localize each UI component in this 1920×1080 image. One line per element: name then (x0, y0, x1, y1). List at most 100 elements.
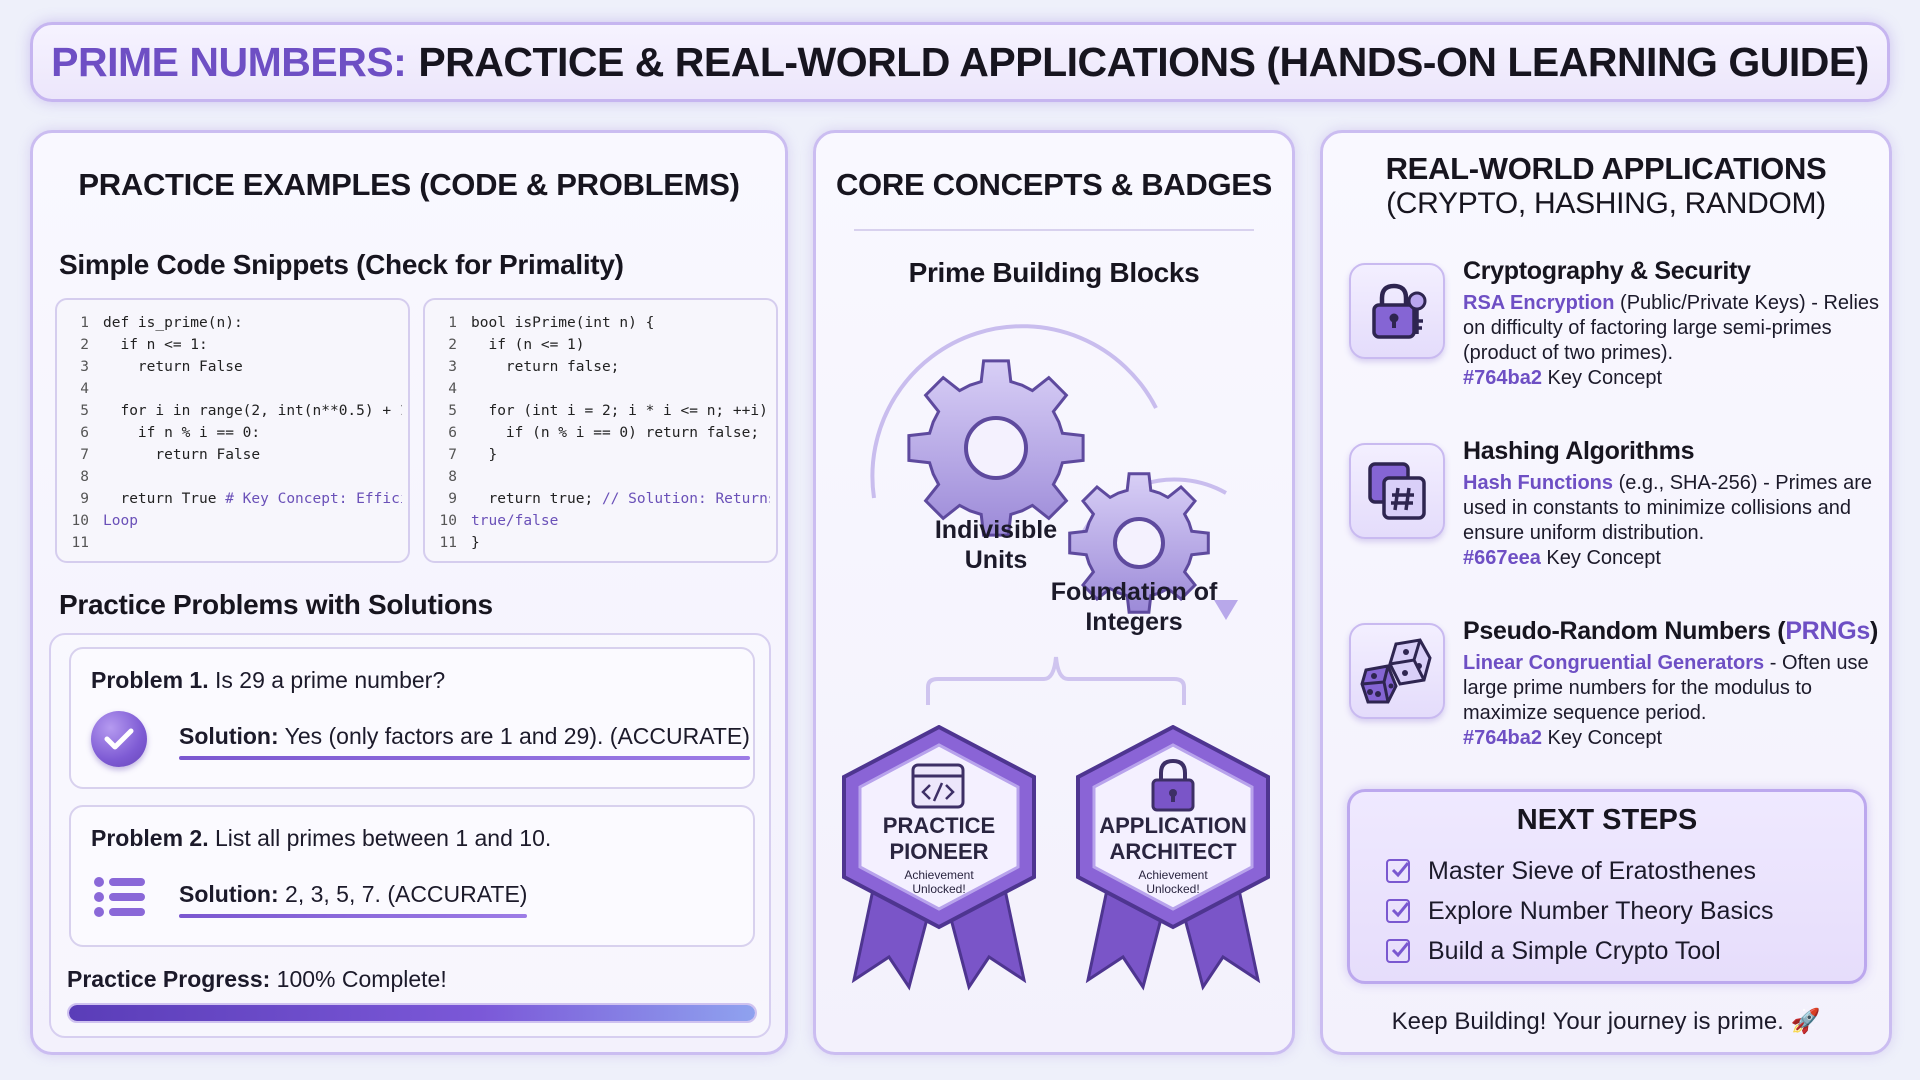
solution-row-2: Solution: 2, 3, 5, 7. (ACCURATE) (91, 867, 528, 927)
badge1-line2: PIONEER (889, 839, 989, 864)
line-number: 2 (448, 337, 457, 353)
app-desc-cryptography: RSA Encryption (Public/Private Keys) - R… (1463, 291, 1883, 366)
practice-panel-title: PRACTICE EXAMPLES (CODE & PROBLEMS) (78, 167, 740, 202)
badge-application-architect (1076, 725, 1270, 991)
prng-title-post: ) (1869, 617, 1878, 645)
code-text: return True # Key Concept: Efficient (103, 488, 402, 510)
code-content: } (471, 535, 480, 551)
app-title-hashing: Hashing Algorithms (1463, 437, 1695, 465)
practice-progress-fill (69, 1005, 755, 1021)
key-concept-label-3: Key Concept (1541, 727, 1663, 749)
solution-value-1: Yes (only factors are 1 and 29). (ACCURA… (278, 722, 750, 749)
line-number: 6 (80, 425, 89, 441)
page-title-bar: PRIME NUMBERS: PRACTICE & REAL-WORLD APP… (30, 22, 1890, 102)
line-number: 9 (80, 491, 89, 507)
code-line: 5 for i in range(2, int(n**0.5) + 1): (63, 400, 402, 422)
code-line: 2 if (n <= 1) (431, 334, 770, 356)
line-number: 7 (80, 447, 89, 463)
code-line: 11} (431, 532, 770, 554)
checkbox-checked-icon[interactable] (1386, 939, 1410, 963)
line-number: 10 (439, 513, 457, 529)
next-step-label-3: Build a Simple Crypto Tool (1428, 936, 1721, 965)
code-text: for i in range(2, int(n**0.5) + 1): (103, 400, 402, 422)
line-number: 4 (80, 381, 89, 397)
line-number: 6 (448, 425, 457, 441)
practice-problems-title: Practice Problems with Solutions (59, 589, 493, 620)
gear-icon (1068, 472, 1210, 614)
line-number: 1 (80, 315, 89, 331)
line-number: 2 (80, 337, 89, 353)
problem-question-2: Problem 2. List all primes between 1 and… (91, 825, 551, 852)
building-blocks-title: Prime Building Blocks (908, 257, 1200, 288)
code-content: def is_prime(n): (103, 315, 243, 331)
code-text: } (471, 444, 497, 466)
code-line: 4 (431, 378, 770, 400)
app-prngs-text: Pseudo-Random Numbers (PRNGs) Linear Con… (1463, 617, 1883, 751)
core-concepts-title: CORE CONCEPTS & BADGES (835, 167, 1273, 202)
solution-label-1: Solution: (179, 722, 279, 749)
practice-examples-panel: PRACTICE EXAMPLES (CODE & PROBLEMS) Simp… (30, 130, 788, 1055)
key-concept-prngs: #764ba2 Key Concept (1463, 726, 1883, 751)
code-line: 3 return False (63, 356, 402, 378)
code-text: bool isPrime(int n) { (471, 312, 654, 334)
code-text: if (n <= 1) (471, 334, 584, 356)
badge2-sub1: Achievement (1138, 868, 1208, 882)
desc-rsa: (Public/Private Keys) - Relies on diffic… (1463, 292, 1880, 364)
desc-lcg: - Often use large prime numbers for the … (1463, 652, 1869, 724)
gear-label-foundation: Foundation of Integers (1050, 578, 1218, 636)
bracket-connector (926, 656, 1186, 705)
checkmark-icon (91, 711, 147, 767)
line-number: 10 (71, 513, 89, 529)
term-rsa: RSA Encryption (1463, 292, 1615, 314)
progress-label-key: Practice Progress: (67, 966, 271, 992)
line-number: 8 (448, 469, 457, 485)
problem-label-1: Problem 1. (91, 667, 209, 693)
code-comment: true/false (471, 513, 559, 529)
checkbox-checked-icon[interactable] (1386, 899, 1410, 923)
code-line: 8 (63, 466, 402, 488)
hash-icon (1349, 443, 1445, 539)
code-content: if (n % i == 0) return false; (471, 425, 760, 441)
applications-subtitle: (CRYPTO, HASHING, RANDOM) (1386, 187, 1826, 220)
line-number: 5 (80, 403, 89, 419)
padlock-icon (1151, 758, 1195, 812)
core-concepts-panel: CORE CONCEPTS & BADGES Prime Building Bl… (813, 130, 1295, 1055)
next-step-1[interactable]: Master Sieve of Eratosthenes (1386, 854, 1756, 888)
gear-label-indivisible: Indivisible Units (934, 516, 1058, 574)
code-line: 8 (431, 466, 770, 488)
next-step-3[interactable]: Build a Simple Crypto Tool (1386, 934, 1721, 968)
line-number: 9 (448, 491, 457, 507)
solution-row-1: Solution: Yes (only factors are 1 and 29… (91, 709, 750, 769)
solution-text-2: Solution: 2, 3, 5, 7. (ACCURATE) (179, 881, 528, 918)
code-content: if n <= 1: (103, 337, 208, 353)
line-number: 7 (448, 447, 457, 463)
code-content: return true; (471, 491, 602, 507)
prng-title-highlight: PRNGs (1785, 617, 1870, 645)
padlock-key-icon (1349, 263, 1445, 359)
checkbox-checked-icon[interactable] (1386, 859, 1410, 883)
code-comment: # Key Concept: Efficient (225, 491, 402, 507)
page-title: PRACTICE & REAL-WORLD APPLICATIONS (HAND… (418, 38, 1869, 85)
code-line: 1 bool isPrime(int n) { (431, 312, 770, 334)
code-text: if n % i == 0: (103, 422, 260, 444)
code-comment: Loop (103, 513, 138, 529)
hex-code-2: #667eea (1463, 547, 1541, 569)
code-text: if (n % i == 0) return false; (471, 422, 759, 444)
gear-icon (907, 359, 1085, 537)
code-text: return False (103, 356, 243, 378)
next-steps-box: NEXT STEPS Master Sieve of Eratosthenes … (1347, 789, 1867, 984)
next-step-2[interactable]: Explore Number Theory Basics (1386, 894, 1774, 928)
code-text: return False (103, 444, 260, 466)
code-content: } (471, 447, 498, 463)
badge1-line1: PRACTICE (882, 813, 996, 838)
code-comment: // Solution: Returns (601, 491, 770, 507)
line-number: 1 (448, 315, 457, 331)
code-content: return False (103, 359, 243, 375)
next-steps-title: NEXT STEPS (1516, 804, 1698, 836)
code-text: if n <= 1: (103, 334, 208, 356)
code-text: true/false (471, 510, 558, 532)
divider (854, 229, 1254, 231)
code-content: for i in range(2, int(n**0.5) + 1): (103, 403, 402, 419)
next-step-label-2: Explore Number Theory Basics (1428, 896, 1774, 925)
line-number: 11 (439, 535, 457, 551)
